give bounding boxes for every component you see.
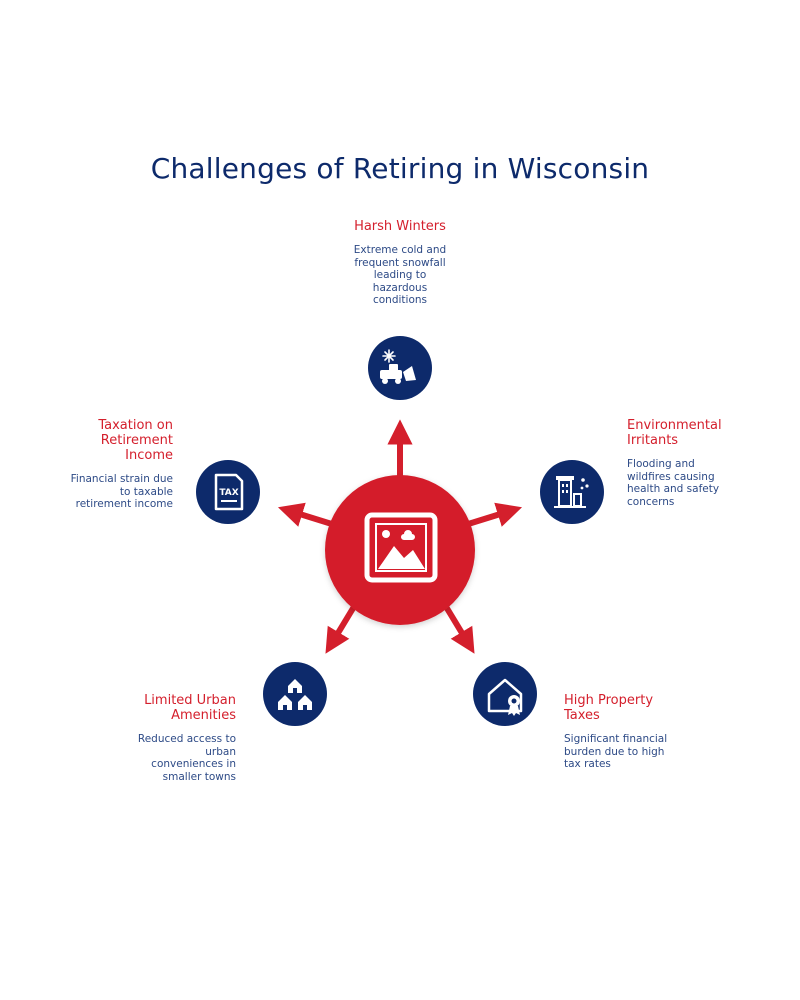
challenge-description: Extreme cold and frequent snowfall leadi… [353, 244, 447, 306]
challenge-heading: Environmental Irritants [627, 418, 722, 448]
node-environmental-irritants [540, 460, 604, 524]
challenge-harsh-winters: Harsh Winters Extreme cold and frequent … [330, 219, 470, 307]
challenge-taxation-retirement-income: Taxation on Retirement Income Financial … [33, 418, 173, 511]
arrow-taxation-retirement-income [277, 502, 336, 528]
challenge-heading: Limited Urban Amenities [144, 693, 236, 723]
node-high-property-taxes [473, 662, 537, 726]
challenge-high-property-taxes: High Property Taxes Significant financia… [564, 693, 714, 771]
tax-document-icon: TAX [214, 473, 244, 511]
node-taxation-retirement-income: TAX [196, 460, 260, 524]
house-badge-icon [487, 678, 523, 716]
arrow-environmental-irritants [464, 502, 523, 528]
hub [325, 475, 475, 625]
challenge-heading: Harsh Winters [354, 219, 446, 234]
polluted-building-icon [554, 476, 589, 508]
image-placeholder-icon [364, 512, 438, 583]
challenge-description: Reduced access to urban conveniences in … [137, 733, 236, 783]
arrow-high-property-taxes [442, 603, 475, 654]
challenge-heading: High Property Taxes [564, 693, 654, 723]
snowplow-icon [380, 349, 416, 384]
challenge-description: Flooding and wildfires causing health an… [627, 458, 720, 508]
page-title: Challenges of Retiring in Wisconsin [150, 152, 650, 185]
challenge-limited-urban-amenities: Limited Urban Amenities Reduced access t… [96, 693, 236, 783]
svg-text:TAX: TAX [219, 488, 238, 498]
node-limited-urban-amenities [263, 662, 327, 726]
challenge-heading: Taxation on Retirement Income [98, 418, 173, 463]
challenge-description: Financial strain due to taxable retireme… [70, 473, 173, 510]
challenge-description: Significant financial burden due to high… [564, 733, 668, 770]
node-harsh-winters [368, 336, 432, 400]
challenge-environmental-irritants: Environmental Irritants Flooding and wil… [627, 418, 767, 508]
arrow-limited-urban-amenities [325, 603, 358, 654]
houses-icon [278, 679, 312, 710]
